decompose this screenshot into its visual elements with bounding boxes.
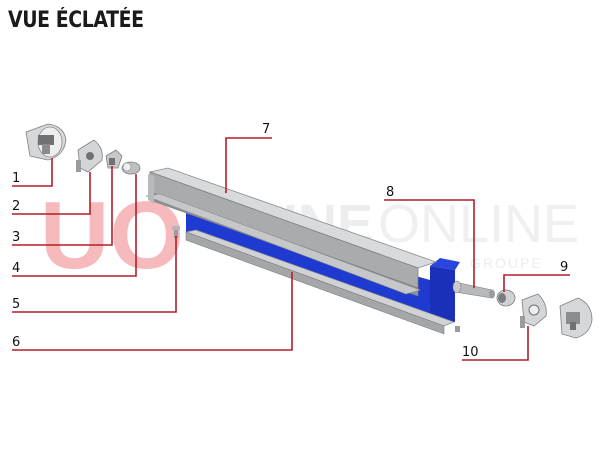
watermark-tagline: GROUPE [470, 255, 543, 271]
clip-left-icon [105, 149, 123, 169]
small-screw-icon [172, 226, 180, 238]
bottom-bar [184, 229, 455, 335]
end-cap-left-icon [25, 123, 67, 161]
bushing-left-icon [121, 161, 141, 175]
small-screw-right-icon [455, 326, 460, 332]
callout-9: 9 [560, 260, 568, 275]
callout-10: 10 [462, 345, 479, 360]
callout-4: 4 [12, 261, 20, 276]
callout-7: 7 [262, 122, 270, 137]
roller-tube [452, 280, 495, 299]
callout-6: 6 [12, 335, 20, 350]
callout-8: 8 [386, 185, 394, 200]
callout-2: 2 [12, 199, 20, 214]
leader-lines [12, 137, 570, 361]
cassette-profile [145, 167, 438, 297]
watermark-brand-light: ONLINE [378, 194, 579, 254]
callout-3: 3 [12, 230, 20, 245]
mounting-bracket-left-icon [76, 139, 103, 173]
bushing-right-icon [496, 289, 516, 307]
end-cap-right-icon [559, 297, 593, 339]
callout-5: 5 [12, 297, 20, 312]
page-title: VUE ÉCLATÉE [8, 8, 144, 33]
callout-1: 1 [12, 171, 20, 186]
callout-numbers: 1 2 3 4 5 6 7 8 9 10 [12, 122, 568, 360]
mounting-bracket-right-icon [520, 293, 547, 328]
